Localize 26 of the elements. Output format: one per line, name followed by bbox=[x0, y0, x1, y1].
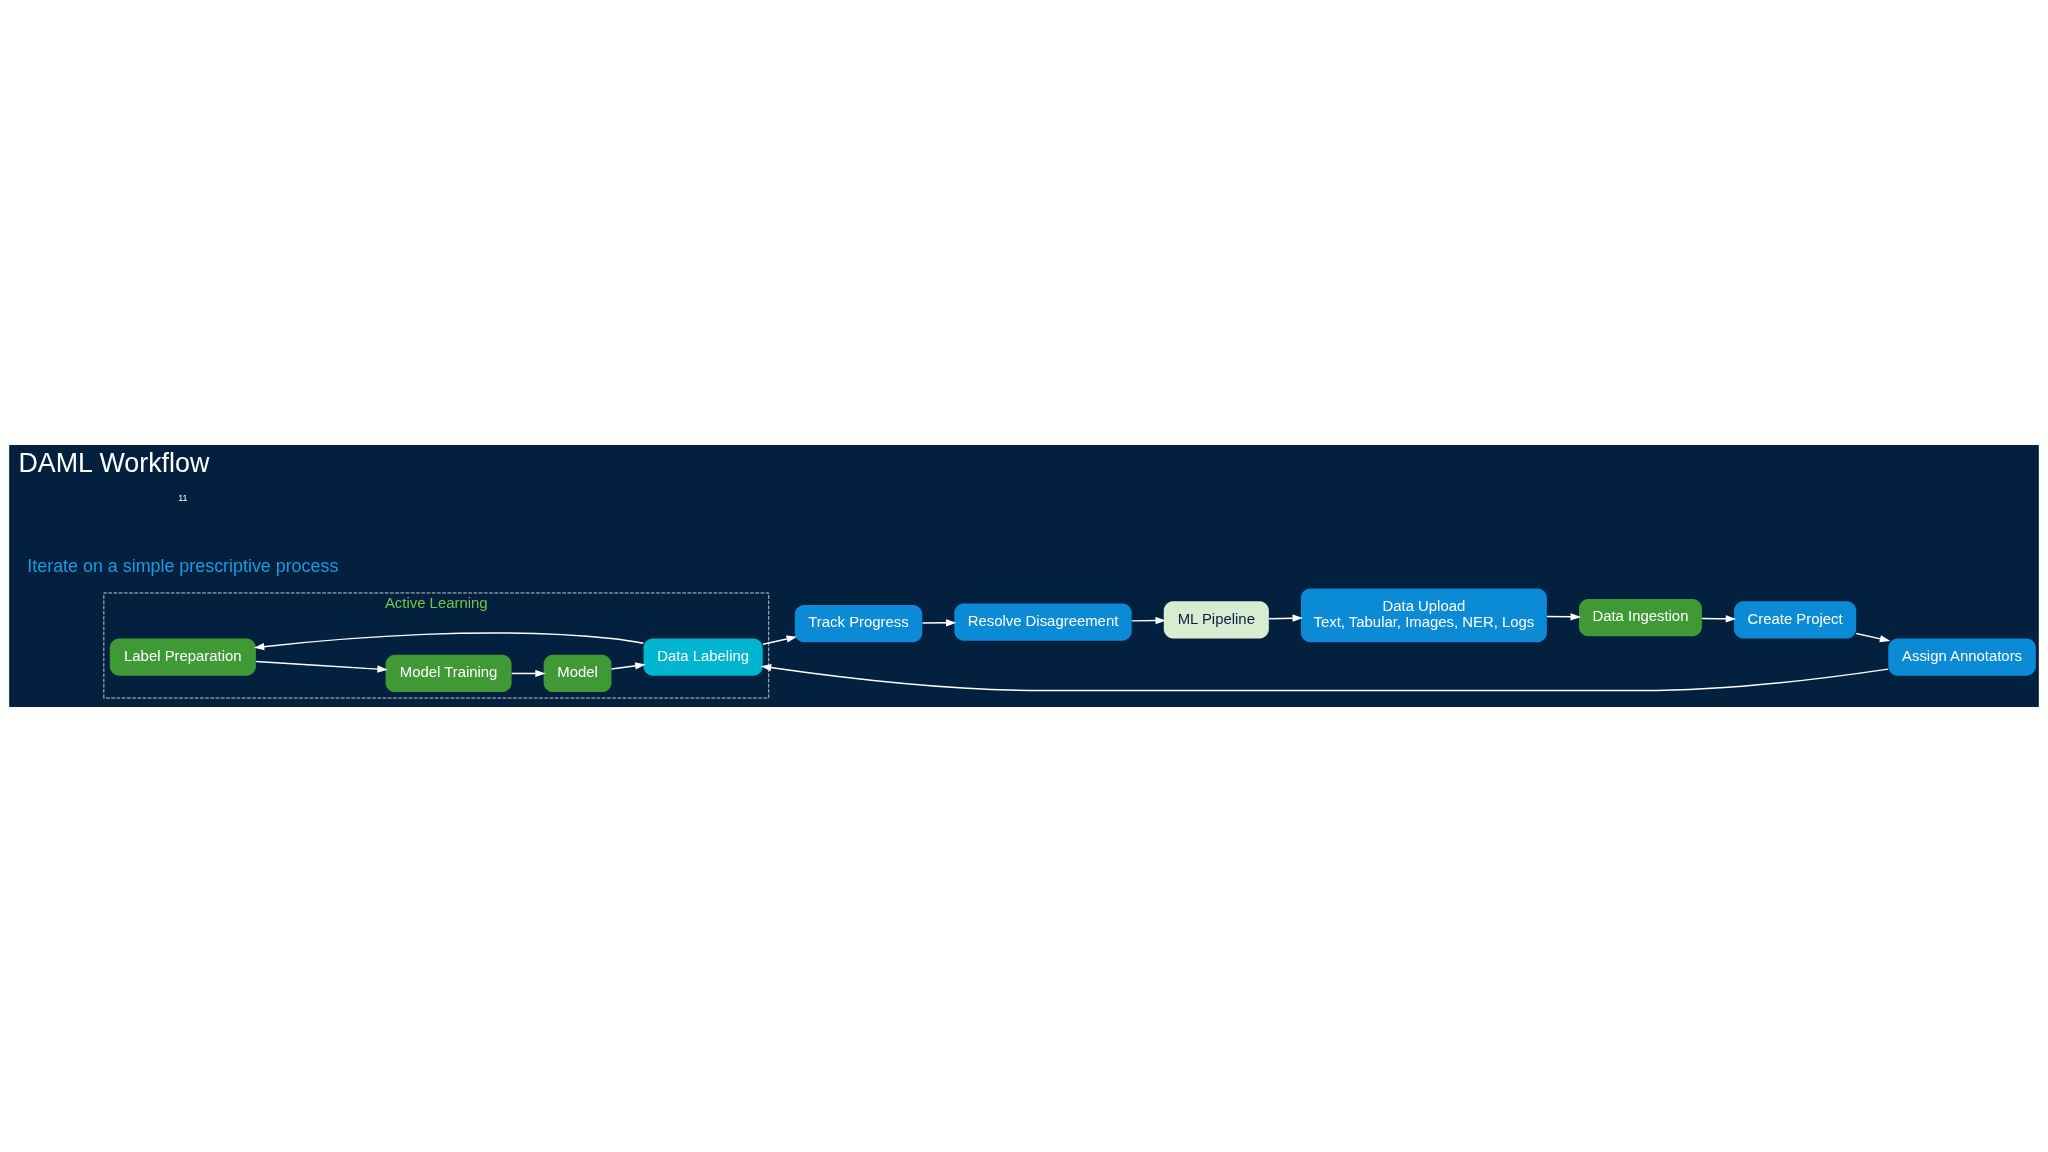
label: Iterate on a simple prescriptive process bbox=[27, 555, 339, 576]
arrow bbox=[255, 660, 388, 673]
node-box: Model bbox=[543, 654, 612, 693]
arrow bbox=[1701, 615, 1737, 623]
node-box: Track Progress bbox=[794, 604, 923, 643]
node-box: Data Labeling bbox=[643, 638, 763, 676]
arrow bbox=[921, 619, 957, 627]
node-box: Model Training bbox=[385, 654, 512, 693]
arrow bbox=[762, 635, 797, 645]
node-box: Label Preparation bbox=[109, 638, 256, 676]
arrow bbox=[253, 632, 645, 651]
arrow bbox=[760, 664, 1889, 692]
arrow bbox=[1131, 616, 1166, 625]
arrow bbox=[610, 662, 646, 670]
node-box: Data Ingestion bbox=[1578, 598, 1702, 637]
node-box: Assign Annotators bbox=[1888, 638, 2036, 676]
arrow bbox=[1268, 614, 1303, 622]
arrow bbox=[1855, 632, 1891, 643]
arrow bbox=[1546, 613, 1581, 621]
node-box: Data Upload Text, Tabular, Images, NER, Logs bbox=[1300, 588, 1547, 643]
node-box: Create Project bbox=[1733, 601, 1857, 639]
diagram-title: DAML Workflow bbox=[18, 448, 210, 479]
label: 11 bbox=[178, 493, 188, 504]
arrow bbox=[511, 669, 546, 678]
node-box: ML Pipeline bbox=[1163, 601, 1269, 639]
node-box: Resolve Disagreement bbox=[954, 603, 1132, 641]
